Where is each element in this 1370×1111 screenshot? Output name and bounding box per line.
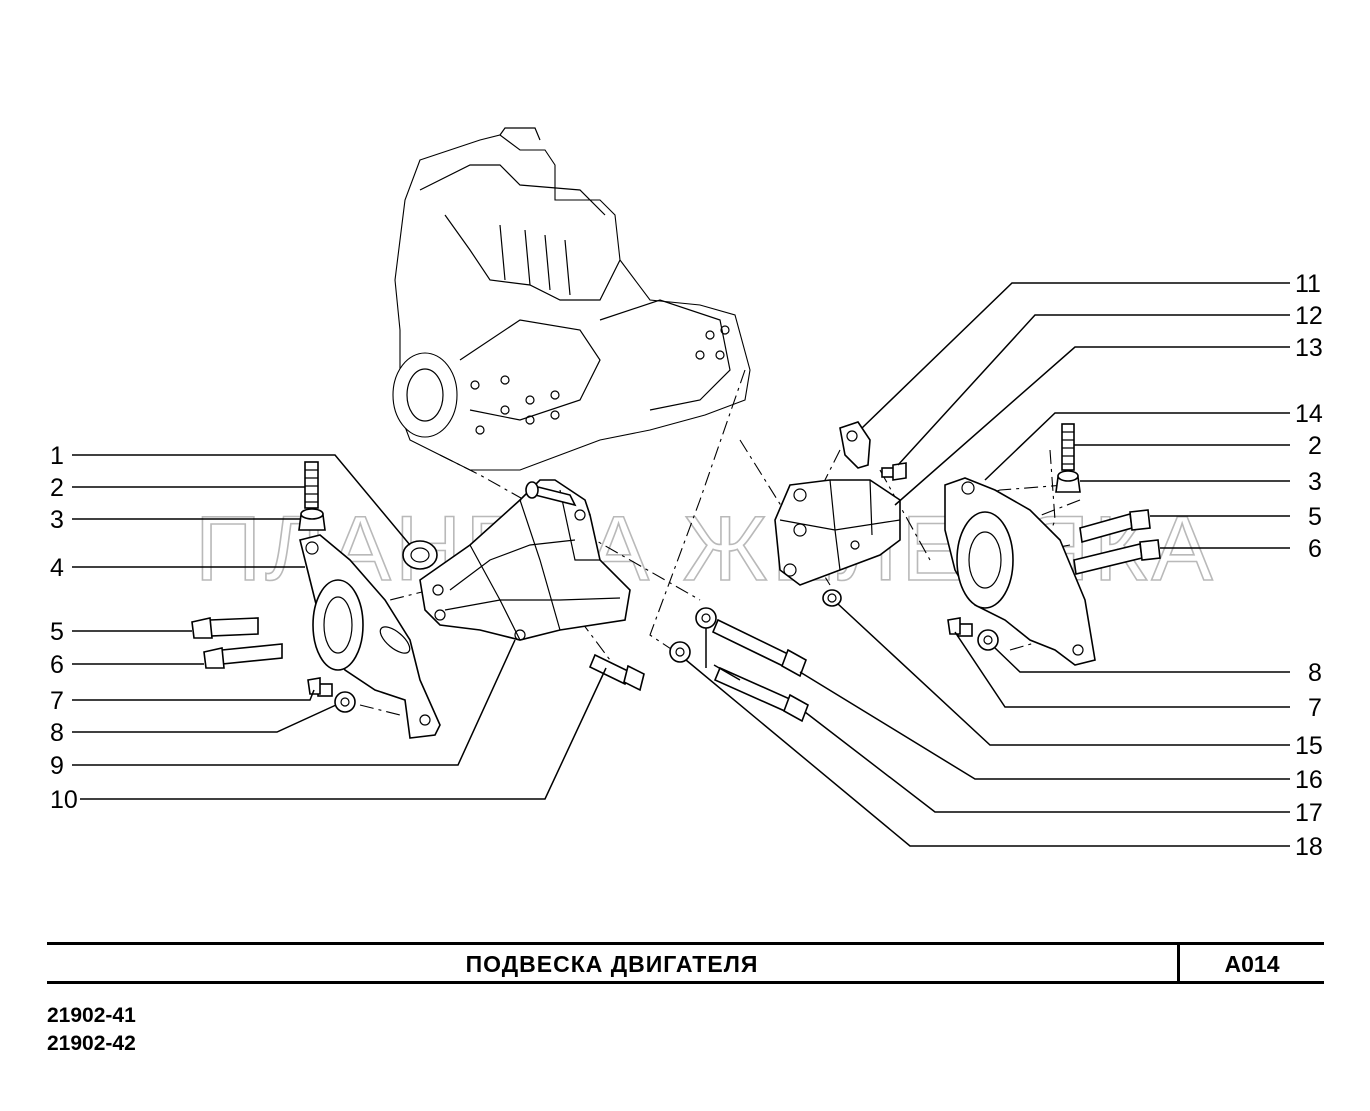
right-bolt-upper	[1079, 509, 1151, 544]
callouts-right: 11 12 13 14 2 3 5 6 8 7 15 16 17 18	[1295, 270, 1323, 861]
callout-16: 16	[1295, 766, 1323, 794]
callout-right-2: 2	[1308, 432, 1322, 460]
engine-gearbox-outline	[392, 127, 751, 471]
model-number-2: 21902-42	[47, 1032, 136, 1055]
callout-3: 3	[50, 506, 64, 534]
callout-1: 1	[50, 442, 64, 470]
callouts-left: 1 2 3 4 5 6 7 8 9 10	[50, 442, 78, 814]
callout-17: 17	[1295, 799, 1323, 827]
long-bolt-upper	[711, 618, 807, 678]
right-small-bolt	[947, 617, 973, 637]
callout-right-6: 6	[1308, 535, 1322, 563]
callout-right-7: 7	[1308, 694, 1322, 722]
callout-4: 4	[50, 554, 64, 582]
left-bolt-short	[203, 643, 283, 669]
callout-2: 2	[50, 474, 64, 502]
callout-11: 11	[1295, 270, 1321, 298]
upper-washer	[695, 607, 717, 629]
rear-support-bracket	[419, 479, 631, 641]
callout-13: 13	[1295, 334, 1323, 362]
callout-10: 10	[50, 786, 78, 814]
callout-14: 14	[1295, 400, 1323, 428]
sheet-code: A014	[1224, 951, 1280, 977]
rear-bracket-bolt	[588, 653, 645, 692]
left-bolt-long	[191, 617, 259, 639]
title-divider	[1177, 945, 1180, 981]
callout-15: 15	[1295, 732, 1323, 760]
callout-8: 8	[50, 719, 64, 747]
left-flange-nut	[298, 508, 326, 531]
right-stud	[1061, 423, 1075, 471]
callout-6: 6	[50, 651, 64, 679]
callout-18: 18	[1295, 833, 1323, 861]
callout-9: 9	[50, 752, 64, 780]
mounting-plate	[839, 421, 871, 469]
left-support-cushion	[299, 534, 441, 739]
left-small-bolt	[307, 677, 333, 697]
model-number-1: 21902-41	[47, 1004, 136, 1027]
callout-right-3: 3	[1308, 468, 1322, 496]
callout-12: 12	[1295, 302, 1323, 330]
leader-lines-right	[685, 282, 1290, 847]
callout-right-5: 5	[1308, 503, 1322, 531]
leader-lines-left	[72, 454, 607, 800]
lower-washer	[669, 641, 691, 663]
callout-7: 7	[50, 687, 64, 715]
left-stud	[304, 461, 319, 509]
page-title: ПОДВЕСКА ДВИГАТЕЛЯ	[465, 951, 759, 977]
right-washer	[977, 629, 999, 651]
callout-right-8: 8	[1308, 659, 1322, 687]
right-bracket	[774, 479, 901, 586]
plate-bolt	[881, 462, 907, 481]
right-support-cushion	[944, 477, 1096, 666]
long-bolt-lower	[713, 666, 809, 723]
title-block: ПОДВЕСКА ДВИГАТЕЛЯ A014	[47, 942, 1324, 984]
callout-5: 5	[50, 618, 64, 646]
right-flange-nut	[1055, 470, 1081, 493]
right-bolt-lower	[1073, 539, 1161, 575]
bushing	[402, 540, 438, 570]
right-bracket-nut	[822, 589, 842, 607]
left-washer	[334, 691, 356, 713]
